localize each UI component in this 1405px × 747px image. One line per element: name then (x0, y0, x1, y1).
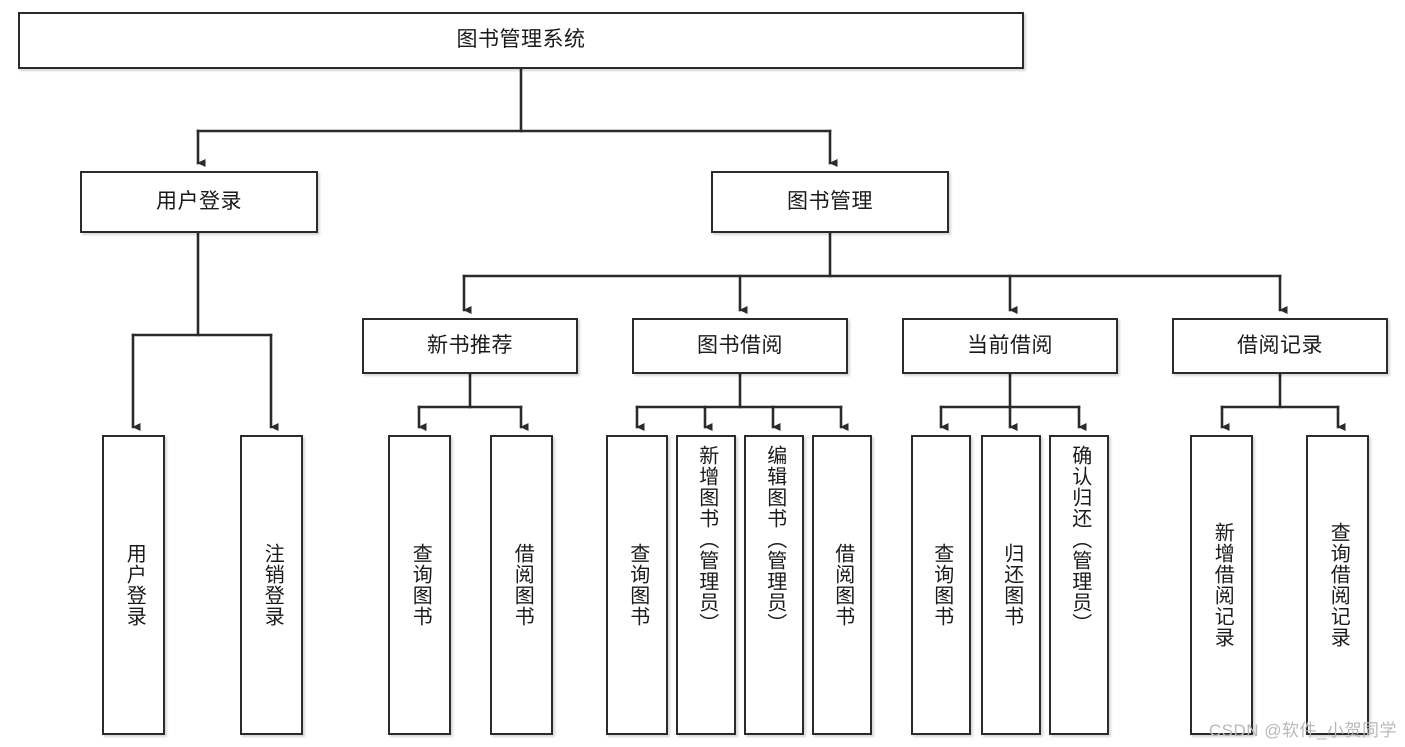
leaf-edit-book-admin[interactable]: 编辑图书（管理员） (744, 435, 804, 735)
node-label: 归还图书 (1000, 543, 1023, 627)
node-label: 当前借阅 (967, 333, 1053, 357)
node-label: 用户登录 (123, 543, 146, 627)
leaf-add-borrow-record[interactable]: 新增借阅记录 (1190, 435, 1253, 735)
leaf-query-borrow-record[interactable]: 查询借阅记录 (1306, 435, 1369, 735)
node-label: 查询借阅记录 (1327, 522, 1350, 648)
node-label: 图书管理 (787, 189, 873, 213)
node-label: 新书推荐 (427, 333, 513, 357)
node-root-system[interactable]: 图书管理系统 (18, 12, 1024, 69)
node-new-book-recommend[interactable]: 新书推荐 (362, 318, 578, 374)
leaf-current-query-book[interactable]: 查询图书 (911, 435, 971, 735)
node-user-login[interactable]: 用户登录 (80, 171, 318, 233)
leaf-new-book-query[interactable]: 查询图书 (388, 435, 451, 735)
leaf-borrow-query-book[interactable]: 查询图书 (606, 435, 668, 735)
node-borrow-record[interactable]: 借阅记录 (1172, 318, 1388, 374)
node-current-borrow[interactable]: 当前借阅 (902, 318, 1118, 374)
leaf-add-book-admin[interactable]: 新增图书（管理员） (676, 435, 736, 735)
node-label: 查询图书 (409, 543, 432, 627)
node-label: 图书借阅 (697, 333, 783, 357)
node-label: 借阅图书 (511, 543, 534, 627)
watermark-csdn: CSDN @软件_小贺同学 (1208, 721, 1397, 740)
node-book-management[interactable]: 图书管理 (711, 171, 949, 233)
node-label: 查询图书 (626, 543, 649, 627)
leaf-return-book[interactable]: 归还图书 (981, 435, 1041, 735)
node-label: 图书管理系统 (456, 28, 586, 52)
leaf-new-book-borrow[interactable]: 借阅图书 (490, 435, 553, 735)
node-label: 注销登录 (261, 543, 284, 627)
node-label: 确认归还（管理员） (1068, 445, 1091, 634)
node-book-borrow[interactable]: 图书借阅 (632, 318, 848, 374)
leaf-borrow-book[interactable]: 借阅图书 (812, 435, 872, 735)
node-label: 用户登录 (156, 189, 242, 213)
node-label: 新增借阅记录 (1211, 522, 1234, 648)
node-label: 新增图书（管理员） (695, 445, 718, 634)
node-label: 借阅记录 (1237, 333, 1323, 357)
leaf-confirm-return-admin[interactable]: 确认归还（管理员） (1049, 435, 1109, 735)
node-label: 借阅图书 (831, 543, 854, 627)
node-label: 编辑图书（管理员） (763, 445, 786, 634)
leaf-logout[interactable]: 注销登录 (240, 435, 303, 735)
leaf-user-login[interactable]: 用户登录 (102, 435, 165, 735)
node-label: 查询图书 (930, 543, 953, 627)
